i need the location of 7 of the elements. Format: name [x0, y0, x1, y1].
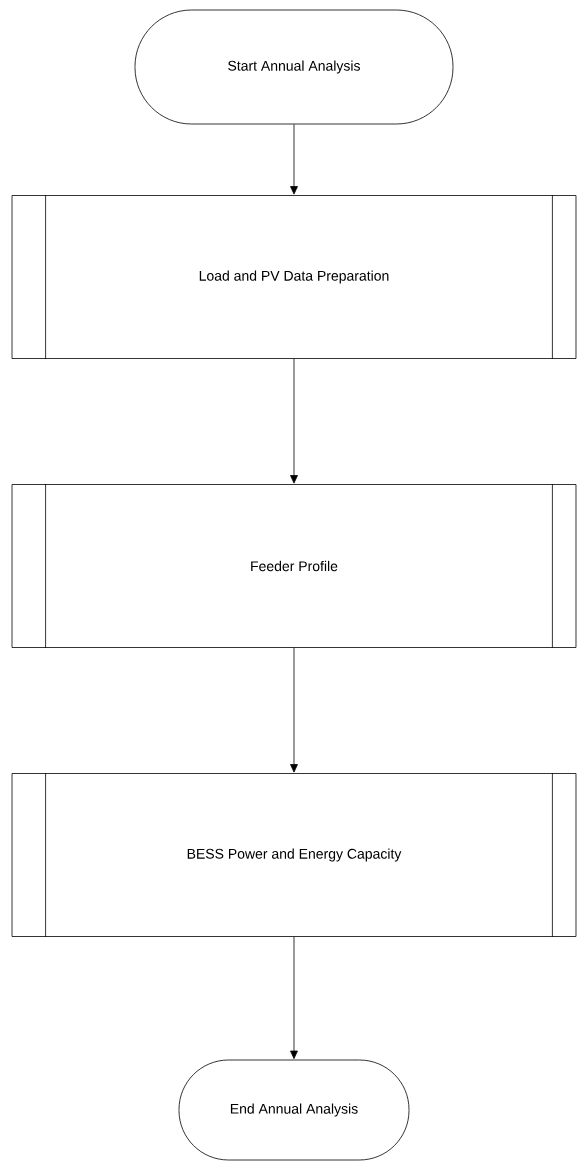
predefined-process-box: Feeder Profile — [11, 483, 577, 649]
arrow — [290, 358, 298, 484]
arrow — [290, 647, 298, 773]
predefined-process-box: BESS Power and Energy Capacity — [11, 772, 577, 938]
arrow — [290, 936, 298, 1059]
predefined-process-box: Load and PV Data Preparation — [11, 194, 577, 360]
arrow — [290, 124, 298, 195]
